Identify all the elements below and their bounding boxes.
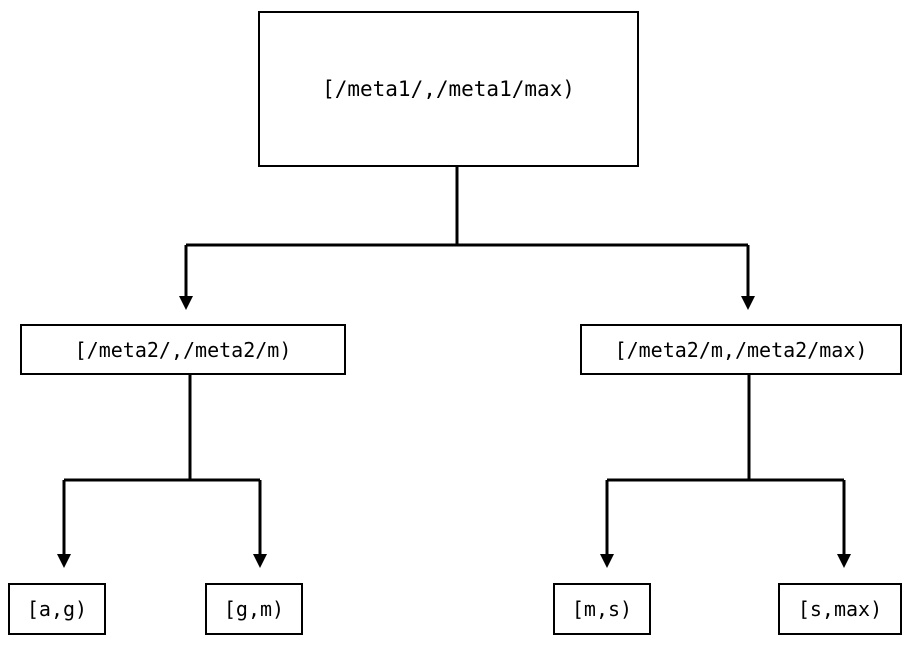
- tree-node-leaf-smax-label: [s,max): [797, 597, 883, 621]
- arrowhead-to-leaf-ag: [57, 554, 71, 568]
- tree-node-root-label: [/meta1/,/meta1/max): [322, 76, 575, 101]
- tree-node-mid-left[interactable]: [/meta2/,/meta2/m): [20, 324, 346, 375]
- tree-node-leaf-smax[interactable]: [s,max): [778, 583, 902, 635]
- tree-node-leaf-ms-label: [m,s): [571, 597, 633, 621]
- tree-node-mid-right-label: [/meta2/m,/meta2/max): [614, 337, 868, 362]
- tree-node-leaf-ag[interactable]: [a,g): [8, 583, 106, 635]
- tree-node-leaf-ag-label: [a,g): [26, 597, 88, 621]
- tree-node-root[interactable]: [/meta1/,/meta1/max): [258, 11, 639, 167]
- arrowhead-to-leaf-ms: [600, 554, 614, 568]
- tree-node-leaf-gm[interactable]: [g,m): [205, 583, 303, 635]
- arrowhead-to-mid-right: [741, 296, 755, 310]
- arrowhead-to-mid-left: [179, 296, 193, 310]
- tree-node-leaf-gm-label: [g,m): [223, 597, 285, 621]
- tree-node-leaf-ms[interactable]: [m,s): [553, 583, 651, 635]
- tree-node-mid-left-label: [/meta2/,/meta2/m): [74, 337, 292, 362]
- arrowhead-to-leaf-gm: [253, 554, 267, 568]
- arrowhead-to-leaf-smax: [837, 554, 851, 568]
- tree-node-mid-right[interactable]: [/meta2/m,/meta2/max): [580, 324, 902, 375]
